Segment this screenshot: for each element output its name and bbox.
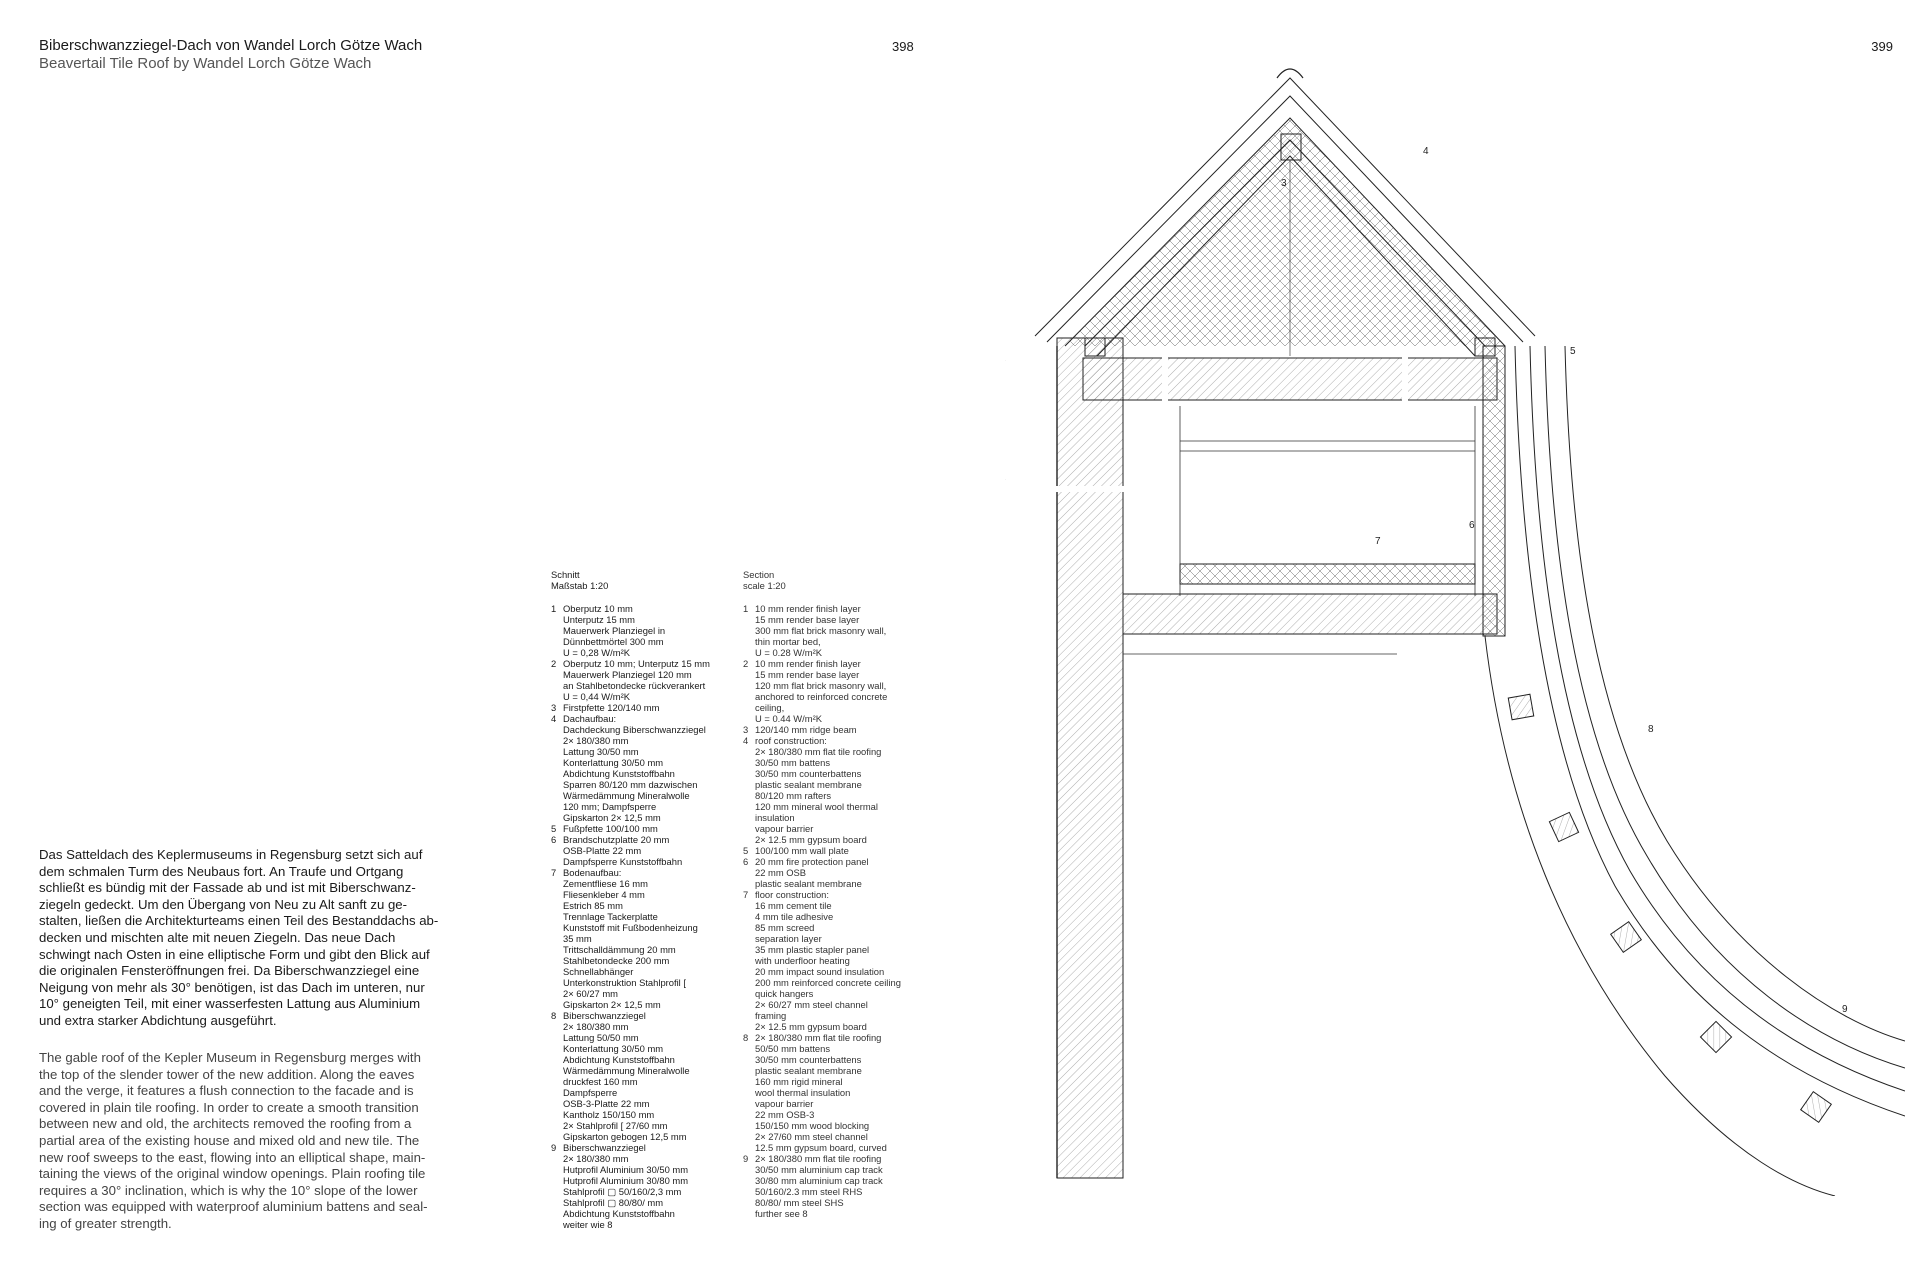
body-text-english: The gable roof of the Kepler Museum in R… bbox=[39, 1050, 428, 1231]
legend-item-text: roof construction: 2× 180/380 mm flat ti… bbox=[755, 735, 882, 845]
legend-item-number: 9 bbox=[743, 1153, 749, 1164]
callout-9: 9 bbox=[1842, 1004, 1848, 1015]
legend-item-text: Bodenaufbau: Zementfliese 16 mm Fliesenk… bbox=[563, 867, 698, 1010]
legend-item: 3 Firstpfette 120/140 mm bbox=[551, 702, 729, 713]
legend-item-text: Firstpfette 120/140 mm bbox=[563, 702, 660, 713]
legend-item-number: 6 bbox=[743, 856, 749, 867]
legend-item-text: 20 mm fire protection panel 22 mm OSB pl… bbox=[755, 856, 869, 889]
legend-item-text: Fußpfette 100/100 mm bbox=[563, 823, 658, 834]
page-title-english: Beavertail Tile Roof by Wandel Lorch Göt… bbox=[39, 55, 372, 72]
legend-heading: Schnitt Maßstab 1:20 bbox=[551, 569, 609, 591]
legend-english: Section scale 1:20 1 10 mm render finish … bbox=[743, 569, 921, 1219]
legend-item-number: 5 bbox=[551, 823, 557, 834]
legend-item: 9 Biberschwanzziegel 2× 180/380 mm Hutpro… bbox=[551, 1142, 729, 1230]
callout-3: 3 bbox=[1281, 178, 1287, 189]
roof-section-drawing: 1 2 3 4 5 6 7 8 9 bbox=[1005, 68, 1905, 1196]
callout-1: 1 bbox=[1005, 472, 1006, 483]
ridge-beam bbox=[1280, 133, 1302, 161]
legend-item-number: 6 bbox=[551, 834, 557, 845]
legend-item-number: 7 bbox=[743, 889, 749, 900]
legend-german: Schnitt Maßstab 1:20 1 Oberputz 10 mm Unt… bbox=[551, 569, 729, 1230]
legend-item-number: 4 bbox=[743, 735, 749, 746]
legend-item-number: 2 bbox=[743, 658, 749, 669]
floor-construction bbox=[1179, 563, 1476, 585]
legend-item-text: 2× 180/380 mm flat tile roofing 50/50 mm… bbox=[755, 1032, 887, 1153]
ridge-tile bbox=[1276, 68, 1304, 79]
legend-heading: Section scale 1:20 bbox=[743, 569, 786, 591]
legend-item-text: Brandschutzplatte 20 mm OSB-Platte 22 mm… bbox=[563, 834, 683, 867]
legend-item-text: 120/140 mm ridge beam bbox=[755, 724, 857, 735]
legend-item: 5 Fußpfette 100/100 mm bbox=[551, 823, 729, 834]
legend-item: 8 Biberschwanzziegel 2× 180/380 mm Lattun… bbox=[551, 1010, 729, 1142]
legend-item: 5 100/100 mm wall plate bbox=[743, 845, 921, 856]
gable-roof bbox=[1034, 77, 1536, 357]
legend-item-number: 8 bbox=[551, 1010, 557, 1021]
legend-item-text: 2× 180/380 mm flat tile roofing 30/50 mm… bbox=[755, 1153, 883, 1219]
tower-wall-right bbox=[1482, 345, 1506, 637]
lower-slab bbox=[1122, 593, 1498, 635]
legend-item: 1 Oberputz 10 mm Unterputz 15 mm Mauerwer… bbox=[551, 603, 729, 658]
legend-item-text: Oberputz 10 mm Unterputz 15 mm Mauerwerk… bbox=[563, 603, 666, 658]
legend-item-text: Biberschwanzziegel 2× 180/380 mm Hutprof… bbox=[563, 1142, 689, 1230]
upper-slab bbox=[1082, 357, 1498, 401]
legend-item: 7 floor construction: 16 mm cement tile 4… bbox=[743, 889, 921, 1032]
legend-item: 3 120/140 mm ridge beam bbox=[743, 724, 921, 735]
page-title-german: Biberschwanzziegel-Dach von Wandel Lorch… bbox=[39, 37, 423, 54]
legend-item: 6 Brandschutzplatte 20 mm OSB-Platte 22 m… bbox=[551, 834, 729, 867]
legend-item-number: 2 bbox=[551, 658, 557, 669]
wall-plate-left bbox=[1084, 337, 1106, 357]
legend-item-number: 9 bbox=[551, 1142, 557, 1153]
legend-item: 2 Oberputz 10 mm; Unterputz 15 mm Mauerwe… bbox=[551, 658, 729, 702]
legend-item: 6 20 mm fire protection panel 22 mm OSB p… bbox=[743, 856, 921, 889]
legend-item-number: 5 bbox=[743, 845, 749, 856]
masonry-wall bbox=[1056, 337, 1124, 1179]
legend-item-text: floor construction: 16 mm cement tile 4 … bbox=[755, 889, 901, 1032]
callout-6: 6 bbox=[1469, 520, 1475, 531]
legend-item-text: 10 mm render finish layer 15 mm render b… bbox=[755, 603, 887, 658]
body-text-german: Das Satteldach des Keplermuseums in Rege… bbox=[39, 847, 439, 1028]
legend-item: 7 Bodenaufbau: Zementfliese 16 mm Fliesen… bbox=[551, 867, 729, 1010]
legend-item-text: 10 mm render finish layer 15 mm render b… bbox=[755, 658, 888, 724]
page-number-right: 399 bbox=[1871, 39, 1893, 54]
legend-item: 8 2× 180/380 mm flat tile roofing 50/50 m… bbox=[743, 1032, 921, 1153]
legend-item-number: 1 bbox=[551, 603, 557, 614]
legend-item: 1 10 mm render finish layer 15 mm render … bbox=[743, 603, 921, 658]
legend-item-number: 3 bbox=[551, 702, 557, 713]
legend-item-number: 7 bbox=[551, 867, 557, 878]
legend-item: 4 roof construction: 2× 180/380 mm flat t… bbox=[743, 735, 921, 845]
legend-item: 2 10 mm render finish layer 15 mm render … bbox=[743, 658, 921, 724]
callout-8: 8 bbox=[1648, 724, 1654, 735]
legend-item-number: 3 bbox=[743, 724, 749, 735]
callout-7: 7 bbox=[1375, 536, 1381, 547]
page-number-left: 398 bbox=[892, 39, 914, 54]
legend-item-text: Dachaufbau: Dachdeckung Biberschwanzzieg… bbox=[563, 713, 706, 823]
wood-blocking bbox=[1507, 693, 1833, 1124]
legend-item-text: 100/100 mm wall plate bbox=[755, 845, 849, 856]
curved-roof bbox=[1484, 345, 1905, 1196]
legend-item-number: 8 bbox=[743, 1032, 749, 1043]
legend-item-text: Oberputz 10 mm; Unterputz 15 mm Mauerwer… bbox=[563, 658, 710, 702]
legend-item: 9 2× 180/380 mm flat tile roofing 30/50 m… bbox=[743, 1153, 921, 1219]
callout-2: 2 bbox=[1005, 353, 1006, 364]
callout-5: 5 bbox=[1570, 346, 1576, 357]
legend-item-number: 1 bbox=[743, 603, 749, 614]
callout-4: 4 bbox=[1423, 146, 1429, 157]
legend-item-number: 4 bbox=[551, 713, 557, 724]
legend-item: 4 Dachaufbau: Dachdeckung Biberschwanzzie… bbox=[551, 713, 729, 823]
legend-item-text: Biberschwanzziegel 2× 180/380 mm Lattung… bbox=[563, 1010, 690, 1142]
